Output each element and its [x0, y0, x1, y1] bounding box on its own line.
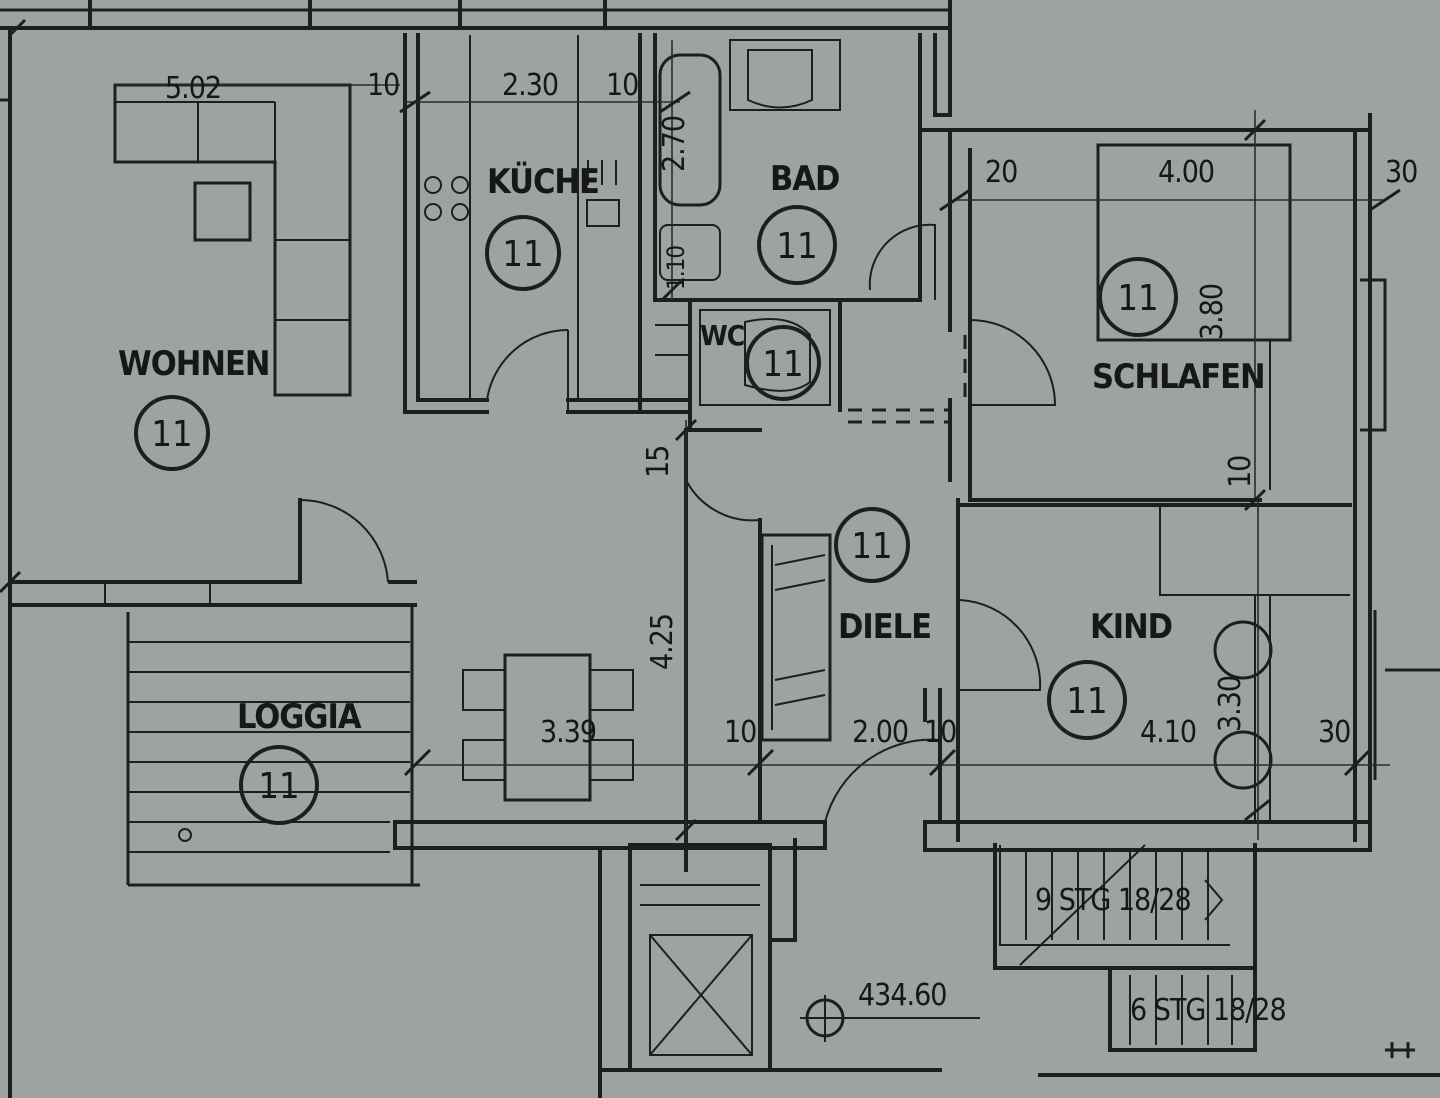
dim-wohnen-depth: 3.39: [540, 715, 596, 750]
room-tag-circle-wc: [745, 325, 821, 401]
dim-wall-10-d: 10: [724, 715, 756, 750]
room-tag-circle-loggia: [239, 745, 319, 825]
dim-wall-10-a: 10: [367, 68, 399, 103]
room-label-wc: WC: [700, 319, 744, 352]
room-label-kueche: KÜCHE: [487, 161, 599, 202]
stair-label-upper: 9 STG 18/28: [1035, 883, 1191, 918]
level-elevation: 434.60: [858, 978, 946, 1013]
room-tag-diele: 11: [851, 526, 892, 567]
dim-kind-depth: 3.30: [1213, 676, 1248, 732]
dimension-lines: [0, 18, 1401, 842]
room-tag-circle-kind: [1047, 660, 1127, 740]
dim-kueche-width: 2.30: [502, 68, 558, 103]
room-tag-loggia: 11: [258, 766, 299, 807]
room-tag-kueche: 11: [502, 234, 543, 275]
dim-diele-width: 2.00: [852, 715, 908, 750]
dim-diele-length: 4.25: [645, 614, 680, 670]
dim-wohnen-width: 5.02: [165, 71, 221, 106]
dim-schlafen-width: 4.00: [1158, 155, 1214, 190]
room-tag-wohnen: 11: [151, 414, 192, 455]
room-tag-circle-bad: [757, 205, 837, 285]
room-label-bad: BAD: [770, 159, 839, 199]
dim-wall-10-c: 10: [1223, 456, 1258, 488]
room-tag-circle-kueche: [485, 215, 561, 291]
room-tag-circle-schlafen: [1098, 257, 1178, 337]
dim-wall-10-b: 10: [606, 68, 638, 103]
room-tag-kind: 11: [1066, 681, 1107, 722]
dim-bad-vertical: 2.70: [657, 116, 692, 172]
dim-kind-width: 4.10: [1140, 715, 1196, 750]
stair-label-lower: 6 STG 18/28: [1130, 993, 1286, 1028]
dim-wall-30-right: 30: [1318, 715, 1350, 750]
room-label-wohnen: WOHNEN: [118, 344, 269, 384]
dim-wc-vertical: 1.10: [662, 246, 690, 290]
room-label-diele: DIELE: [838, 607, 931, 647]
room-tag-circle-diele: [834, 507, 910, 583]
room-tag-wc: 11: [762, 344, 803, 385]
room-label-kind: KIND: [1090, 607, 1172, 647]
dim-wall-20: 20: [985, 155, 1017, 190]
room-tag-circle-wohnen: [134, 395, 210, 471]
room-tag-bad: 11: [776, 226, 817, 267]
dim-wall-30-top: 30: [1385, 155, 1417, 190]
dim-schlafen-depth: 3.80: [1195, 284, 1230, 340]
room-tag-schlafen: 11: [1117, 278, 1158, 319]
room-label-schlafen: SCHLAFEN: [1092, 357, 1265, 397]
room-label-loggia: LOGGIA: [237, 697, 362, 737]
dim-wall-15: 15: [641, 446, 676, 478]
dim-wall-10-e: 10: [924, 715, 956, 750]
